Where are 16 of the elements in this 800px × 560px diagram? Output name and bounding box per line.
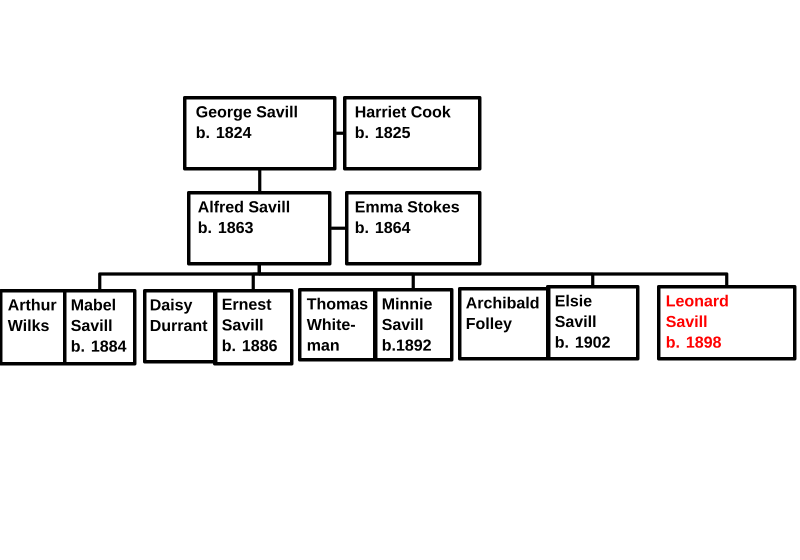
person-box: Leonard Savill b. 1898 xyxy=(657,285,796,360)
person-box: Arthur Wilks xyxy=(0,289,66,366)
connector-line xyxy=(336,132,343,135)
person-box: Thomas White-man xyxy=(298,288,378,362)
person-box: Harriet Cook b. 1825 xyxy=(343,96,482,170)
connector-line xyxy=(331,226,345,230)
person-box: Alfred Savill b. 1863 xyxy=(187,191,332,266)
person-box: Elsie Savill b. 1902 xyxy=(546,285,640,360)
person-box: Ernest Savill b. 1886 xyxy=(213,289,294,366)
person-box: Minnie Savill b.1892 xyxy=(373,288,454,362)
person-box: Mabel Savill b. 1884 xyxy=(63,289,136,366)
person-box: Emma Stokes b. 1864 xyxy=(345,191,482,266)
person-box: Daisy Durrant xyxy=(143,289,218,364)
person-box: Archibald Folley xyxy=(458,287,550,360)
connector-line xyxy=(258,170,262,191)
person-box: George Savill b. 1824 xyxy=(183,96,336,170)
